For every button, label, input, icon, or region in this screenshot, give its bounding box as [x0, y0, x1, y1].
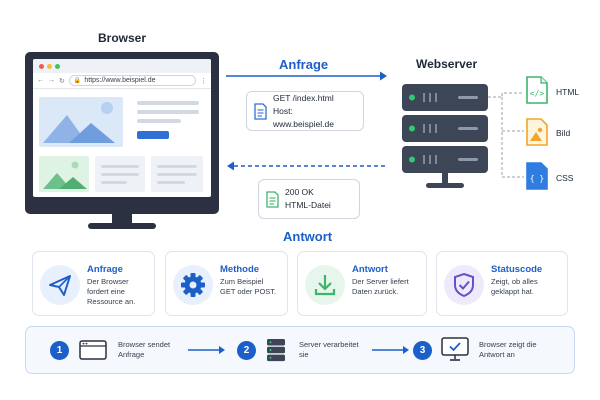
card-title: Antwort [352, 264, 388, 275]
card-description: Zeigt, ob alles geklappt hat. [491, 277, 538, 296]
shield-check-icon [454, 272, 474, 298]
browser-monitor: ← → ↻ 🔒 https://www.beispiel.de ⋮ [25, 52, 219, 214]
green-document-icon [266, 190, 279, 208]
shield-check-icon-bg [444, 265, 484, 305]
card-title: Statuscode [491, 264, 543, 275]
paper-plane-icon [49, 275, 71, 296]
response-arrow [227, 161, 388, 171]
card-title: Methode [220, 264, 260, 275]
css-file-label: CSS [556, 173, 574, 183]
gear-icon-bg [173, 265, 213, 305]
html-file-label: HTML [556, 87, 580, 97]
menu-icon[interactable]: ⋮ [200, 77, 207, 85]
reload-icon[interactable]: ↻ [59, 77, 65, 85]
browser-address-row: ← → ↻ 🔒 https://www.beispiel.de ⋮ [33, 73, 211, 89]
webpage-mockup [39, 97, 203, 192]
browser-window-icon [79, 340, 107, 360]
server-title: Webserver [416, 57, 478, 71]
paper-plane-icon-bg [40, 265, 80, 305]
monitor-stand-base [88, 223, 156, 229]
step-arrow [372, 346, 409, 354]
forward-arrow-icon[interactable]: → [48, 77, 55, 84]
gear-icon [181, 273, 205, 297]
step-text: Server verarbeitet sie [299, 340, 359, 359]
response-line-2: HTML-Datei [285, 200, 331, 210]
monitor-stand-neck [112, 214, 132, 224]
svg-text:</>: </> [530, 89, 545, 98]
document-icon [254, 102, 267, 120]
svg-text:{ }: { } [530, 174, 544, 183]
card-response: Antwort Der Server liefert Daten zurück. [297, 251, 427, 316]
response-line-1: 200 OK [285, 187, 314, 197]
request-line-1: GET /index.html [272, 92, 334, 103]
card-description: Der Browser fordert eine Ressource an. [87, 277, 136, 306]
address-bar[interactable]: 🔒 https://www.beispiel.de [68, 75, 196, 86]
request-line-2: Host: www.beispiel.de [272, 105, 334, 129]
browser-tab-bar [33, 59, 211, 73]
server-rack-details [409, 93, 478, 164]
step-number: 1 [50, 341, 69, 360]
card-description: Der Server liefert Daten zurück. [352, 277, 409, 296]
image-file-label: Bild [556, 128, 571, 138]
steps-bar [25, 326, 575, 374]
file-connector-lines [488, 92, 524, 178]
server-stand [426, 173, 464, 188]
request-bubble: GET /index.html Host: www.beispiel.de [246, 91, 364, 131]
step-arrow [188, 346, 225, 354]
css-file-icon: { } [526, 162, 548, 190]
image-file-icon [526, 118, 548, 146]
request-label: Anfrage [279, 57, 329, 72]
card-title: Anfrage [87, 264, 123, 275]
card-method: Methode Zum Beispiel GET oder POST. [165, 251, 288, 316]
card-description: Zum Beispiel GET oder POST. [220, 277, 277, 296]
card-request: Anfrage Der Browser fordert eine Ressour… [32, 251, 155, 316]
browser-screen: ← → ↻ 🔒 https://www.beispiel.de ⋮ [33, 59, 211, 197]
response-label: Antwort [283, 229, 333, 244]
download-icon-bg [305, 265, 345, 305]
step-text: Browser zeigt die Antwort an [479, 340, 537, 359]
card-status-code: Statuscode Zeigt, ob alles geklappt hat. [436, 251, 568, 316]
back-arrow-icon[interactable]: ← [37, 77, 44, 84]
html-file-icon: </> [526, 76, 548, 104]
lock-icon: 🔒 [73, 78, 82, 84]
request-arrow [226, 71, 387, 81]
server-icon [267, 339, 285, 362]
step-number: 3 [413, 341, 432, 360]
monitor-check-icon [441, 337, 469, 361]
step-number: 2 [237, 341, 256, 360]
response-bubble: 200 OK HTML-Datei [258, 179, 360, 219]
browser-title: Browser [98, 31, 147, 45]
step-text: Browser sendet Anfrage [118, 340, 171, 359]
address-url: https://www.beispiel.de [84, 77, 156, 84]
download-icon [314, 275, 336, 296]
